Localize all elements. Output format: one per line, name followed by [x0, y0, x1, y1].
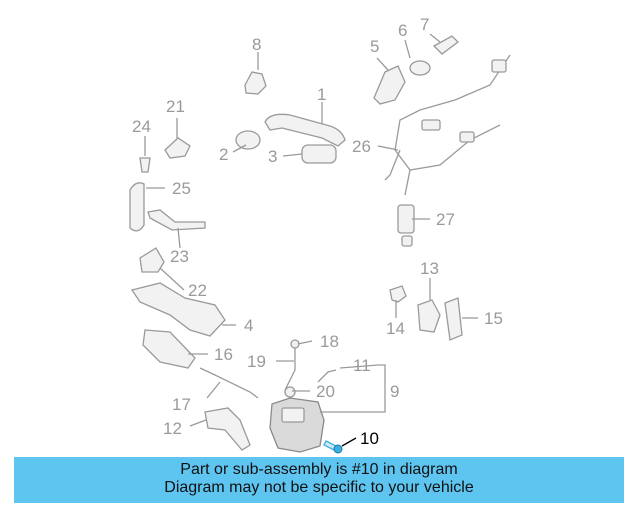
part-11-drawing	[317, 369, 337, 383]
part-26-harness-drawing	[384, 54, 511, 196]
callout-10[interactable]: 10	[360, 429, 379, 448]
banner-line-1: Part or sub-assembly is #10 in diagram	[180, 461, 458, 478]
part-17-drawing	[199, 367, 259, 399]
callout-6[interactable]: 6	[398, 21, 407, 40]
callout-7[interactable]: 7	[420, 15, 429, 34]
part-27-plug	[401, 235, 413, 247]
part-21-drawing	[164, 137, 191, 159]
callout-18[interactable]: 18	[320, 332, 339, 351]
callout-4[interactable]: 4	[244, 316, 253, 335]
callout-16[interactable]: 16	[214, 345, 233, 364]
part-18-rod-drawing	[284, 345, 296, 391]
callouts: 8 1 2 3 5 6 7 21 24 25 23 22 4 16 17 12 …	[132, 15, 503, 448]
part-24-drawing	[139, 157, 151, 173]
leader-lines	[144, 33, 478, 447]
part-3-drawing	[301, 144, 337, 164]
part-23-drawing	[147, 209, 206, 231]
part-14-drawing	[389, 285, 407, 303]
part-27-drawing	[397, 204, 415, 234]
part-22-drawing	[139, 247, 165, 273]
part-2-drawing	[235, 130, 261, 150]
callout-27[interactable]: 27	[436, 210, 455, 229]
part-15-drawing	[444, 297, 463, 341]
callout-3[interactable]: 3	[268, 147, 277, 166]
callout-13[interactable]: 13	[420, 259, 439, 278]
callout-22[interactable]: 22	[188, 281, 207, 300]
callout-12[interactable]: 12	[163, 419, 182, 438]
callout-1[interactable]: 1	[317, 85, 326, 104]
callout-19[interactable]: 19	[247, 352, 266, 371]
callout-15[interactable]: 15	[484, 309, 503, 328]
part-16-drawing	[142, 329, 196, 369]
callout-23[interactable]: 23	[170, 247, 189, 266]
callout-14[interactable]: 14	[386, 319, 405, 338]
part-13-drawing	[417, 299, 441, 333]
banner-line-2: Diagram may not be specific to your vehi…	[164, 479, 474, 496]
callout-17[interactable]: 17	[172, 395, 191, 414]
callout-21[interactable]: 21	[166, 97, 185, 116]
part-7-drawing	[432, 35, 459, 55]
callout-8[interactable]: 8	[252, 35, 261, 54]
callout-24[interactable]: 24	[132, 117, 151, 136]
callout-11[interactable]: 11	[353, 356, 371, 375]
part-18-drawing	[290, 339, 300, 349]
part-5-drawing	[373, 65, 406, 105]
callout-20[interactable]: 20	[316, 382, 335, 401]
callout-9[interactable]: 9	[390, 382, 399, 401]
door-lock-parts-diagram: 8 1 2 3 5 6 7 21 24 25 23 22 4 16 17 12 …	[129, 15, 511, 454]
part-6-drawing	[409, 60, 431, 76]
part-8-drawing	[244, 71, 267, 95]
callout-25[interactable]: 25	[172, 179, 191, 198]
part-4-drawing	[130, 282, 226, 337]
part-9-latch-drawing	[269, 397, 325, 453]
info-banner: Part or sub-assembly is #10 in diagram D…	[14, 457, 624, 503]
part-9-latch-detail	[281, 407, 305, 423]
part-10-screw-drawing	[323, 440, 343, 454]
part-12-drawing	[204, 407, 251, 451]
part-25-drawing	[129, 182, 145, 232]
part-drawings	[129, 35, 511, 454]
part-26-connector-b	[459, 131, 475, 143]
callout-26[interactable]: 26	[352, 137, 371, 156]
callout-5[interactable]: 5	[370, 37, 379, 56]
part-20-drawing	[284, 386, 296, 398]
part-26-connector-c	[491, 59, 507, 73]
callout-2[interactable]: 2	[219, 145, 228, 164]
part-26-connector-a	[421, 119, 441, 131]
part-1-drawing	[264, 113, 346, 147]
